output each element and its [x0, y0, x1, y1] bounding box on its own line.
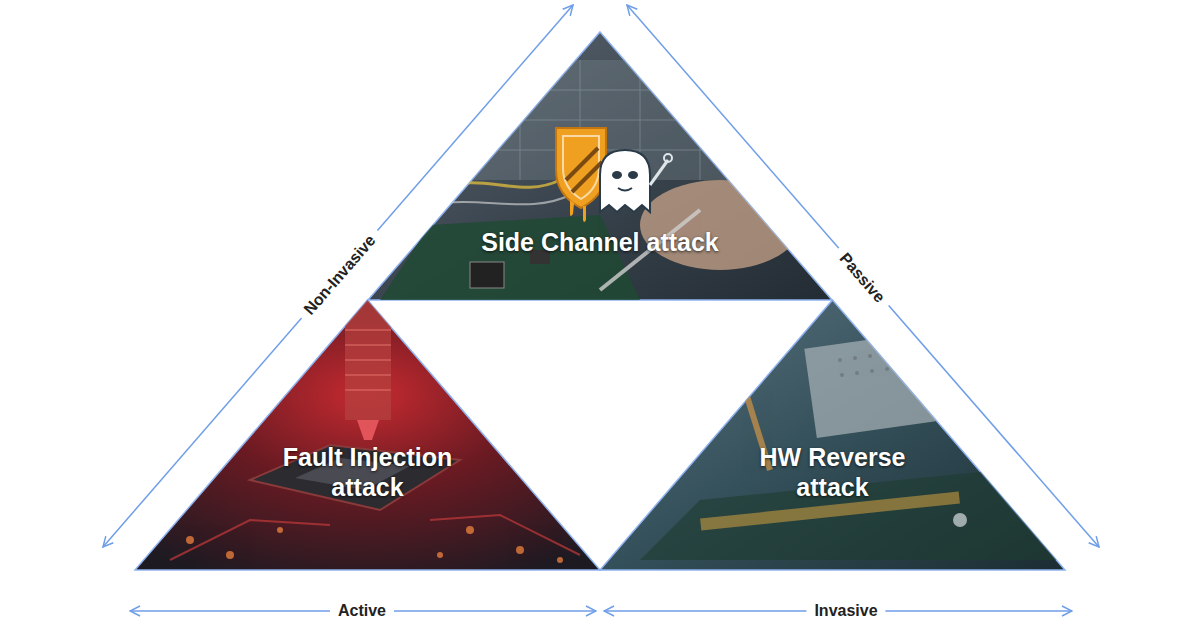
triangle-shape: [600, 300, 1065, 570]
triangle-outline: [600, 300, 1065, 570]
triangle-panel: Fault Injection attack: [135, 300, 600, 570]
axis-label: Active: [330, 601, 394, 621]
triangle-panel: HW Reverse attack: [600, 300, 1065, 570]
attack-title: Side Channel attack: [440, 227, 760, 257]
attack-title: Fault Injection attack: [260, 442, 475, 502]
attack-title: HW Reverse attack: [738, 442, 928, 502]
triangle-outline: [368, 32, 832, 300]
axis-label: Passive: [830, 243, 895, 313]
triangle-shape: [368, 32, 832, 300]
axis-label: Invasive: [806, 601, 885, 621]
triangle-outline: [135, 300, 600, 570]
triangle-panel: Side Channel attack: [368, 32, 832, 300]
triangle-shape: [135, 300, 600, 570]
